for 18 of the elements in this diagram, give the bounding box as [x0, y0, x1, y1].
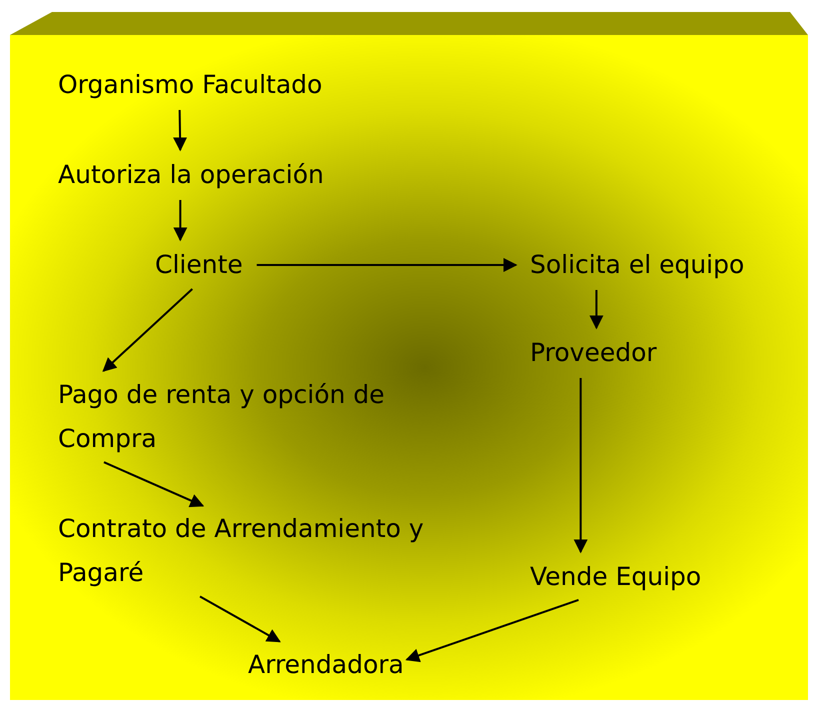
node-label: Proveedor [530, 331, 657, 375]
node-label: Arrendadora [248, 643, 404, 687]
node-label: Contrato de Arrendamiento y Pagaré [58, 507, 468, 595]
node-label: Cliente [155, 243, 243, 287]
arrow [104, 461, 204, 508]
arrow [256, 258, 518, 272]
arrow [405, 599, 579, 662]
arrow [173, 200, 188, 242]
arrow [589, 290, 604, 330]
node-label: Vende Equipo [530, 555, 702, 599]
node-label: Autoriza la operación [58, 153, 324, 197]
arrow [574, 378, 588, 554]
arrow [102, 288, 193, 372]
node-label: Pago de renta y opción de Compra [58, 373, 418, 461]
arrow [200, 596, 281, 642]
node-label: Organismo Facultado [58, 63, 322, 107]
node-label: Solicita el equipo [530, 243, 744, 287]
arrow [173, 110, 188, 152]
